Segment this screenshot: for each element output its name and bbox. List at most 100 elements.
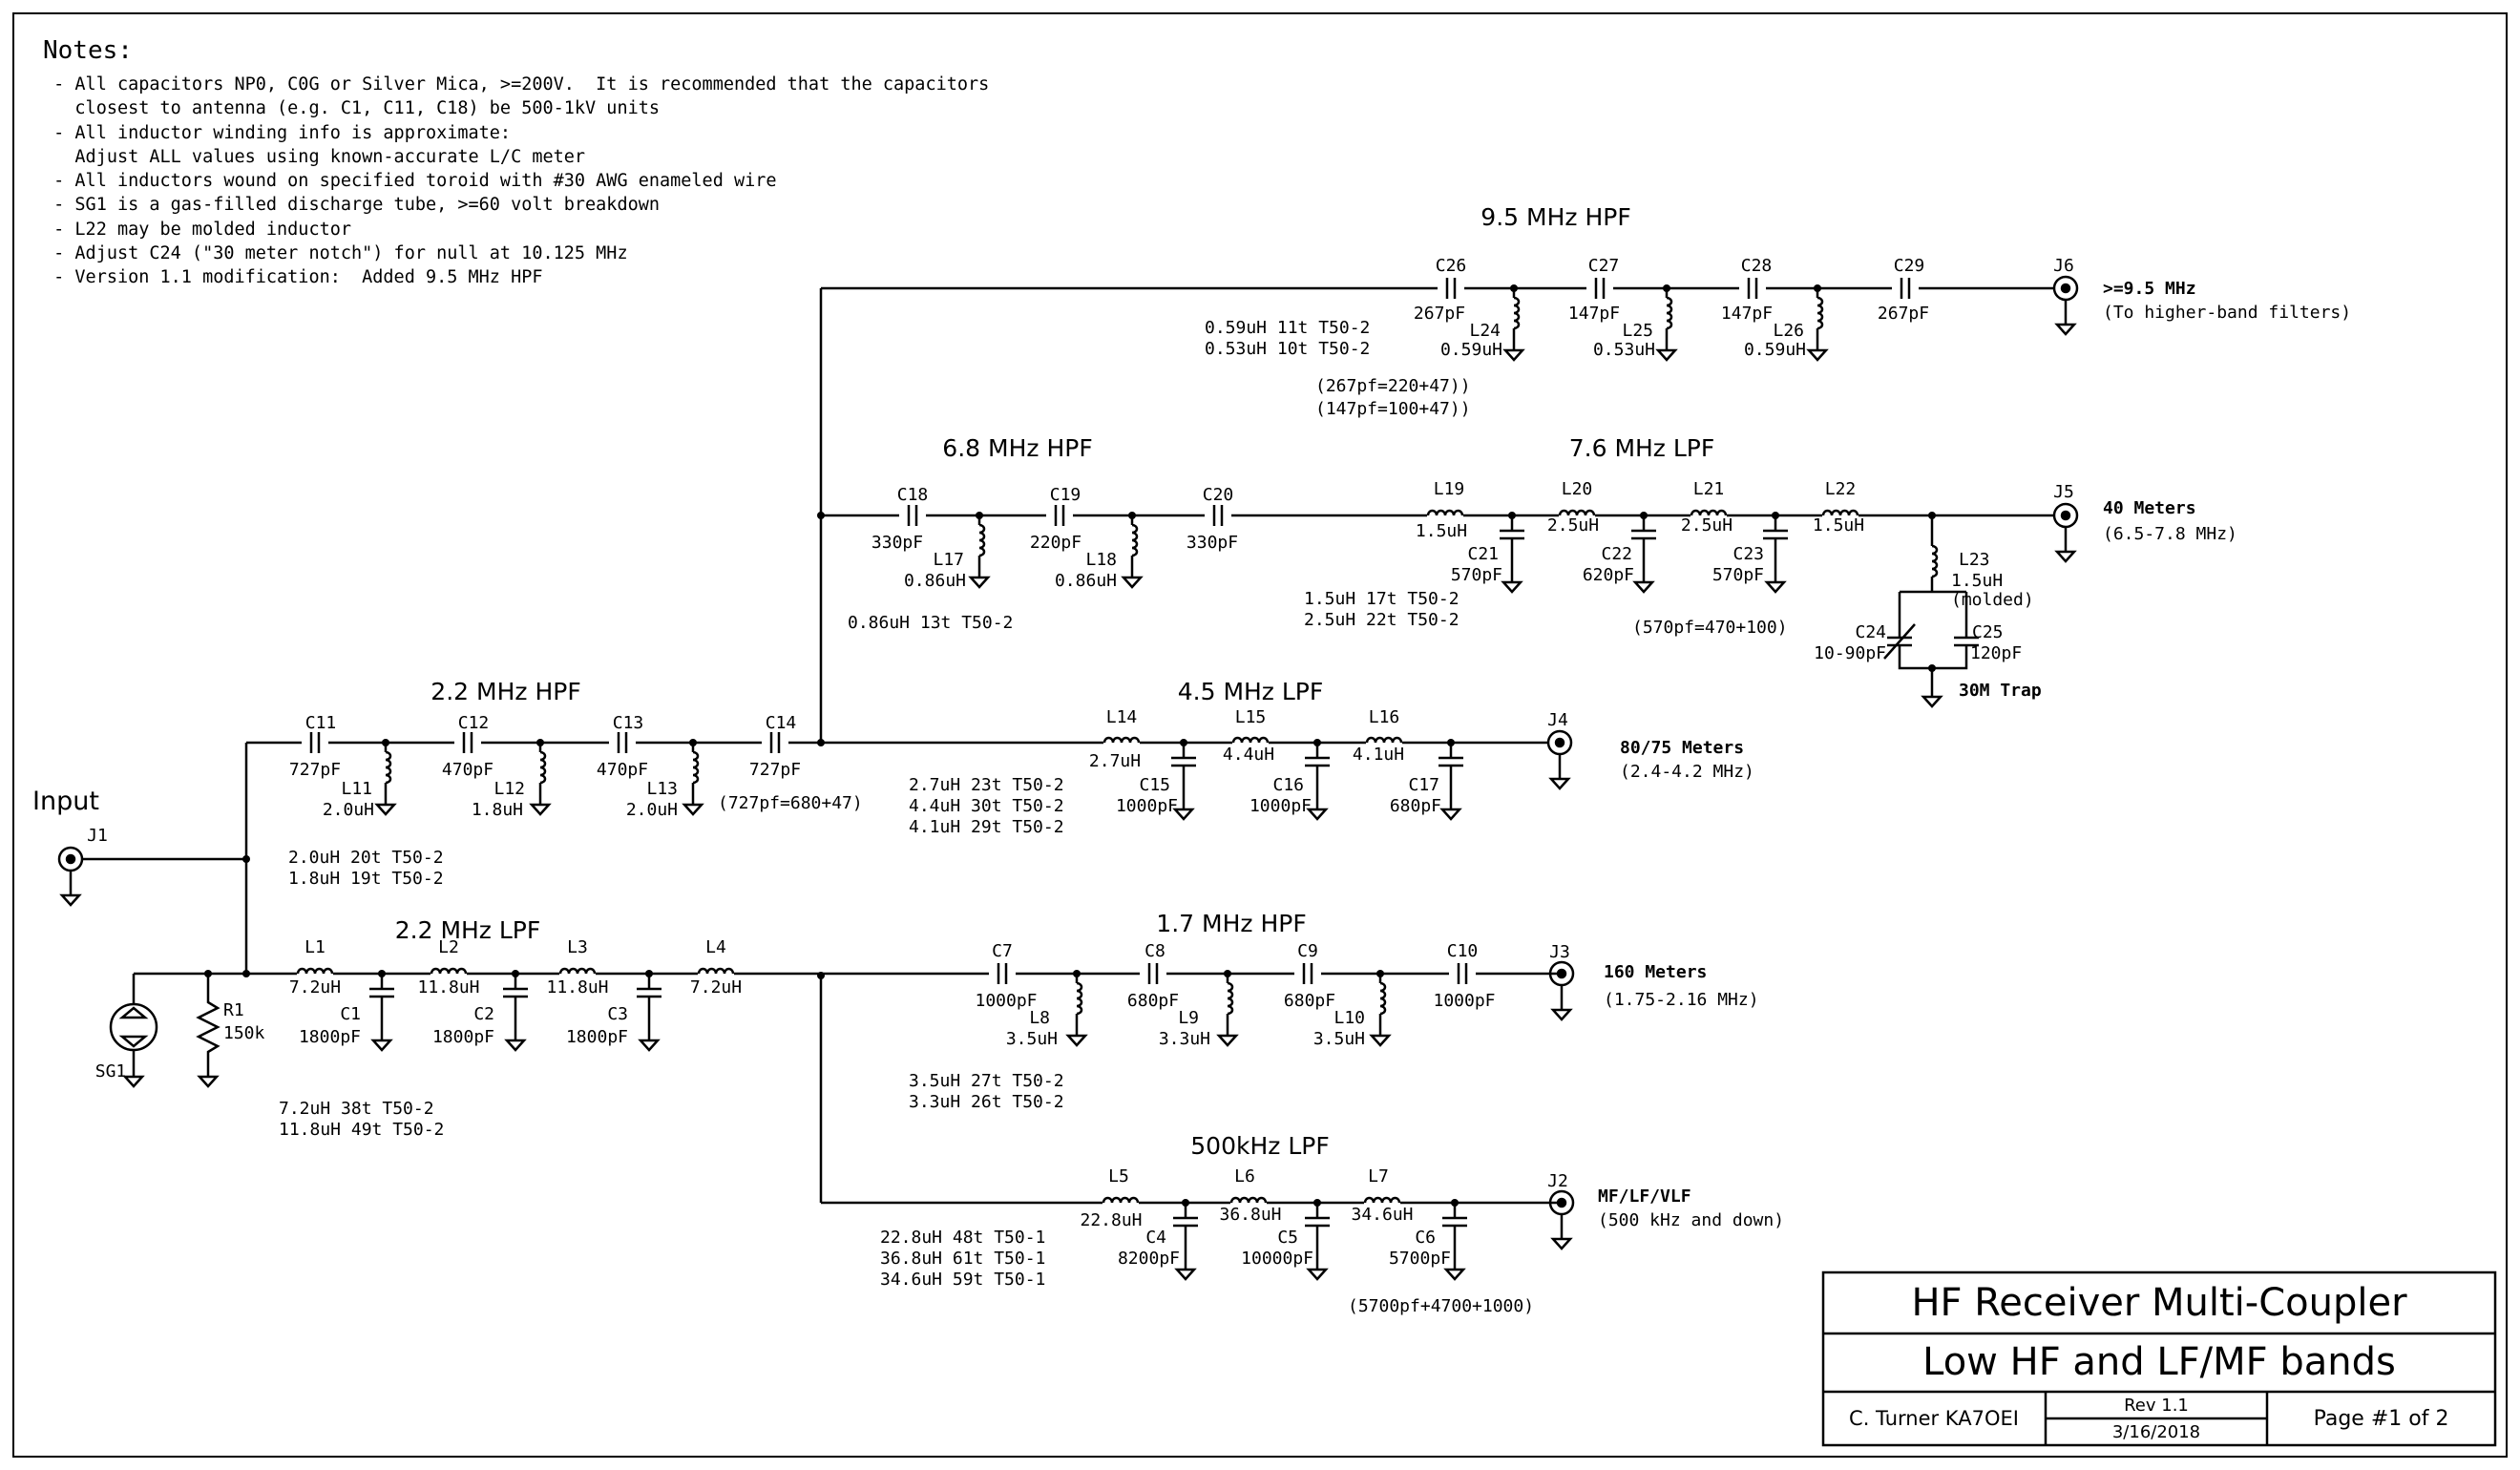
winding-note: 2.7uH 23t T50-2 — [909, 775, 1064, 795]
titleblock-page: Page #1 of 2 — [2313, 1406, 2449, 1431]
ref-L6: L6 — [1234, 1166, 1255, 1186]
ground-symbol — [1764, 573, 1787, 594]
ground-icon — [1216, 1034, 1239, 1047]
cap-note: (5700pf+4700+1000) — [1348, 1296, 1534, 1316]
ground-icon — [682, 803, 704, 816]
ref-C19: C19 — [1050, 485, 1082, 505]
ground-icon — [1764, 580, 1787, 594]
ground-symbol — [2054, 315, 2077, 336]
notes-block: Notes: - All capacitors NP0, C0G or Silv… — [43, 36, 989, 290]
inductor-L11 — [384, 743, 392, 795]
ground-icon — [1806, 348, 1829, 362]
trap-label: 30M Trap — [1959, 681, 2042, 701]
cap-note: (727pf=680+47) — [718, 793, 863, 813]
inductor-L16 — [1365, 736, 1403, 746]
section-title-lpf45: 4.5 MHz LPF — [1178, 678, 1324, 705]
capacitor-C4 — [1173, 1203, 1198, 1260]
ref-C10: C10 — [1447, 941, 1479, 961]
value-L23: 1.5uH — [1951, 571, 2003, 591]
value-L20: 2.5uH — [1547, 515, 1599, 536]
inductor-coil — [385, 750, 392, 785]
ground-icon — [504, 1039, 527, 1052]
value-C25: 120pF — [1970, 643, 2022, 663]
value-C28: 147pF — [1721, 304, 1773, 324]
value-C29: 267pF — [1878, 304, 1929, 324]
notes-title: Notes: — [43, 36, 133, 65]
ground-symbol — [1306, 800, 1329, 821]
capacitor-C19 — [1046, 505, 1073, 526]
ref-L22: L22 — [1825, 479, 1857, 499]
value-C16: 1000pF — [1250, 796, 1312, 816]
titleblock-rev: Rev 1.1 — [2124, 1395, 2189, 1416]
note-line: - All capacitors NP0, C0G or Silver Mica… — [43, 74, 990, 94]
inductor-coil — [1231, 736, 1270, 744]
ground-icon — [2054, 323, 2077, 336]
winding-note: 11.8uH 49t T50-2 — [279, 1120, 444, 1140]
ref-C7: C7 — [992, 941, 1013, 961]
j6-jack — [2052, 275, 2079, 315]
ground-icon — [1632, 580, 1655, 594]
jack-pin — [65, 853, 76, 865]
value-L21: 2.5uH — [1681, 515, 1732, 536]
ref-C25: C25 — [1972, 622, 2004, 642]
capacitor-C16 — [1305, 743, 1330, 800]
inductor-coil — [1816, 296, 1824, 330]
section-title-lpf500k: 500kHz LPF — [1190, 1132, 1329, 1160]
value-L19: 1.5uH — [1416, 521, 1467, 541]
inductor-L4 — [697, 967, 735, 976]
value-L22: 1.5uH — [1813, 515, 1864, 536]
winding-note: 4.4uH 30t T50-2 — [909, 796, 1064, 816]
inductor-L22 — [1821, 509, 1859, 518]
ref-C3: C3 — [607, 1004, 628, 1024]
value-L1: 7.2uH — [289, 977, 341, 998]
ground-symbol — [1632, 573, 1655, 594]
j5-range: (6.5-7.8 MHz) — [2103, 524, 2237, 544]
note-L23: (molded) — [1951, 590, 2034, 610]
ground-icon — [370, 1039, 393, 1052]
ground-icon — [1306, 1268, 1329, 1281]
value-L6: 36.8uH — [1219, 1205, 1281, 1225]
value-C23: 570pF — [1712, 565, 1764, 585]
ref-L5: L5 — [1108, 1166, 1129, 1186]
ref-L20: L20 — [1562, 479, 1593, 499]
ref-C1: C1 — [340, 1004, 361, 1024]
ref-C2: C2 — [473, 1004, 494, 1024]
jack-pin — [2060, 283, 2071, 294]
value-C17: 680pF — [1390, 796, 1441, 816]
value-C21: 570pF — [1451, 565, 1502, 585]
note-line: Adjust ALL values using known-accurate L… — [43, 146, 586, 167]
winding-note: 36.8uH 61t T50-1 — [880, 1249, 1045, 1269]
ref-L25: L25 — [1622, 321, 1653, 341]
value-L16: 4.1uH — [1353, 745, 1404, 765]
winding-note: 0.86uH 13t T50-2 — [848, 613, 1013, 633]
jack-pin — [1556, 1197, 1567, 1208]
cap-note: (570pf=470+100) — [1632, 618, 1788, 638]
capacitor-C29 — [1892, 278, 1919, 299]
ground-symbol — [1065, 1026, 1088, 1047]
ground-symbol — [197, 1067, 220, 1088]
value-C6: 5700pF — [1389, 1249, 1451, 1269]
titleblock-outer — [1821, 1270, 2497, 1447]
inductor-coil — [1666, 296, 1673, 330]
value-C7: 1000pF — [975, 991, 1037, 1011]
ground-symbol — [1216, 1026, 1239, 1047]
inductor-L25 — [1665, 288, 1673, 341]
ground-icon — [638, 1039, 661, 1052]
inductor-coil — [1558, 509, 1596, 516]
inductor-coil — [1076, 981, 1083, 1016]
value-C4: 8200pF — [1118, 1249, 1180, 1269]
value-C14: 727pF — [749, 760, 801, 780]
ground-icon — [1548, 777, 1571, 790]
winding-note: 7.2uH 38t T50-2 — [279, 1099, 434, 1119]
inductor-L12 — [538, 743, 547, 795]
parts — [57, 275, 2497, 1447]
capacitor-C20 — [1205, 505, 1231, 526]
ref-C23: C23 — [1732, 544, 1764, 564]
value-L24: 0.59uH — [1440, 340, 1502, 360]
winding-note: 0.59uH 11t T50-2 — [1205, 318, 1370, 338]
sg1-electrode — [118, 1006, 149, 1019]
inductor-L6 — [1229, 1196, 1268, 1206]
titleblock-author: C. Turner KA7OEI — [1849, 1407, 2019, 1430]
ref-C8: C8 — [1144, 941, 1166, 961]
ground-icon — [2054, 550, 2077, 563]
